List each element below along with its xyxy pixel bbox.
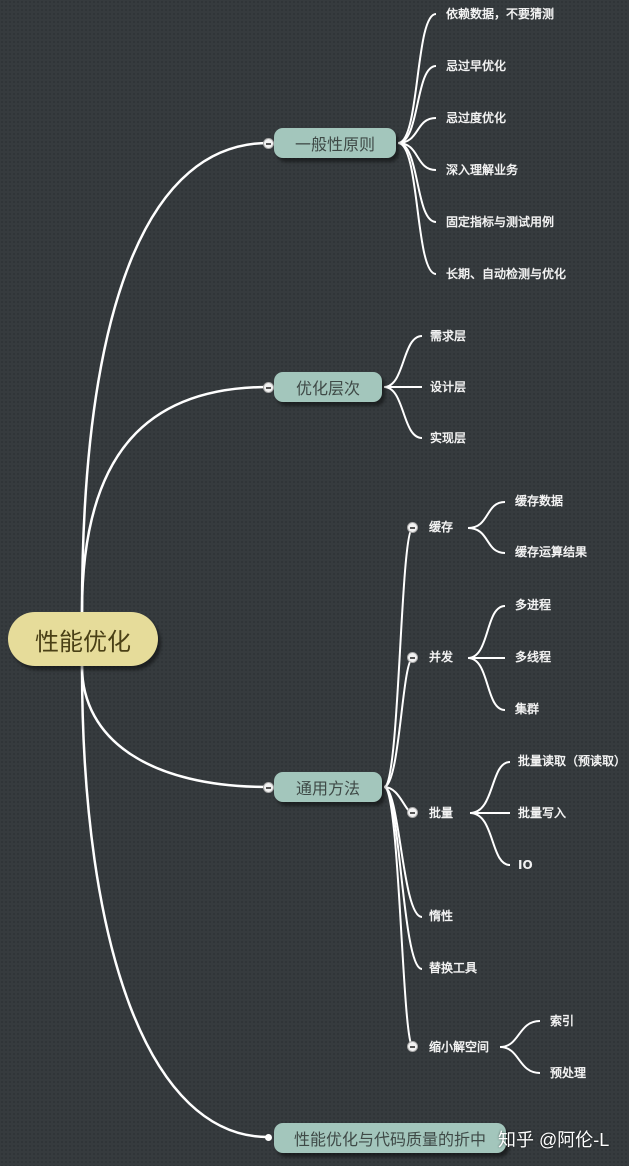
subnode-replace-tools[interactable]: 替换工具: [429, 961, 478, 975]
branch-label: 优化层次: [295, 379, 360, 398]
root-label: 性能优化: [35, 627, 131, 656]
root-node[interactable]: 性能优化: [8, 612, 158, 666]
leaf-node[interactable]: 设计层: [430, 380, 467, 394]
leaf-node[interactable]: 忌过度优化: [446, 111, 507, 125]
subnode-concurrency[interactable]: 并发: [429, 650, 454, 664]
watermark: 知乎 @阿伦-L: [498, 1130, 610, 1150]
subnode-batch[interactable]: 批量: [429, 806, 454, 820]
collapse-toggle-icon[interactable]: [263, 782, 274, 793]
branch-general-methods[interactable]: 通用方法: [274, 772, 382, 802]
leaf-node[interactable]: 集群: [515, 702, 540, 716]
subnode-cache[interactable]: 缓存: [429, 520, 454, 534]
subnode-lazy[interactable]: 惰性: [429, 909, 454, 923]
leaf-node[interactable]: IO: [518, 858, 533, 872]
leaf-node[interactable]: 批量写入: [518, 806, 567, 820]
leaf-node[interactable]: 需求层: [430, 329, 467, 343]
leaf-node[interactable]: 固定指标与测试用例: [446, 215, 555, 229]
branch-label: 性能优化与代码质量的折中: [293, 1130, 486, 1149]
leaf-node[interactable]: 预处理: [550, 1066, 587, 1080]
leaf-node[interactable]: 长期、自动检测与优化: [446, 267, 567, 281]
collapse-toggle-icon[interactable]: [407, 652, 418, 663]
branch-optimization-levels[interactable]: 优化层次: [274, 372, 382, 402]
collapse-toggle-icon[interactable]: [263, 138, 274, 149]
branch-tradeoff[interactable]: 性能优化与代码质量的折中: [274, 1123, 506, 1153]
leaf-node[interactable]: 多进程: [515, 598, 552, 612]
branch-general-principles[interactable]: 一般性原则: [274, 128, 396, 158]
branch-label: 通用方法: [295, 779, 360, 798]
leaf-node[interactable]: 批量读取（预读取）: [518, 754, 627, 768]
subnode-shrink-space[interactable]: 缩小解空间: [429, 1040, 490, 1054]
collapse-toggle-icon[interactable]: [263, 382, 274, 393]
leaf-node[interactable]: 多线程: [515, 650, 552, 664]
leaf-node[interactable]: 实现层: [430, 431, 467, 445]
leaf-node[interactable]: 依赖数据，不要猜测: [446, 7, 555, 21]
collapse-toggle-icon[interactable]: [407, 522, 418, 533]
leaf-node[interactable]: 缓存数据: [515, 494, 564, 508]
branch-label: 一般性原则: [294, 135, 375, 154]
collapse-toggle-icon[interactable]: [407, 807, 418, 818]
collapse-toggle-icon[interactable]: [407, 1041, 418, 1052]
leaf-node[interactable]: 忌过早优化: [446, 59, 507, 73]
leaf-node[interactable]: 缓存运算结果: [515, 545, 588, 559]
connector-dot-icon: [265, 1134, 272, 1141]
leaf-node[interactable]: 深入理解业务: [446, 163, 519, 177]
leaf-node[interactable]: 索引: [550, 1014, 575, 1028]
